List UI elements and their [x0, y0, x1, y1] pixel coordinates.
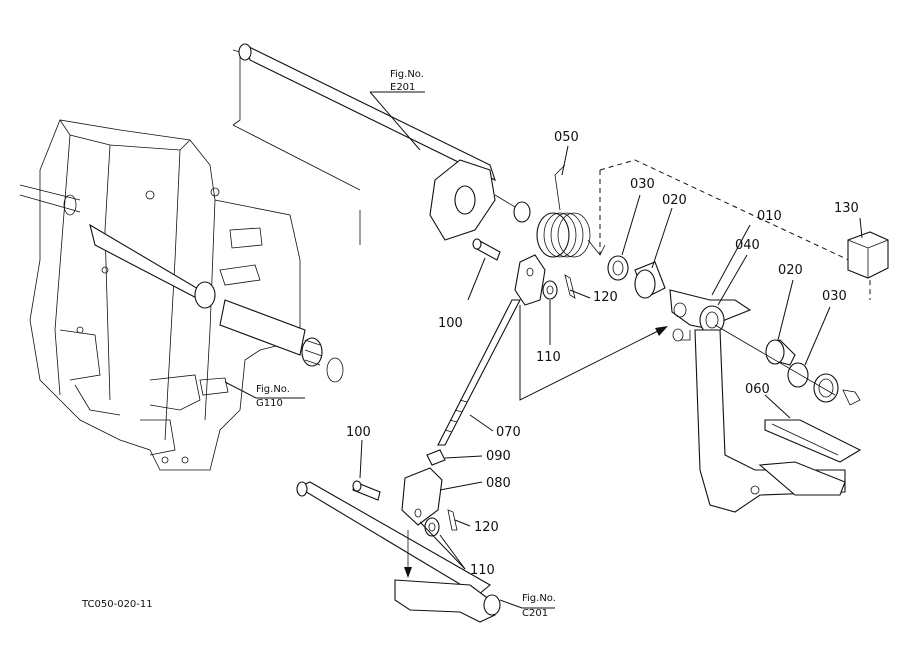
part-110-upper-label: 110 [536, 350, 561, 365]
part-080-label: 080 [486, 476, 511, 491]
part-030-lower-label: 030 [822, 289, 847, 304]
part-130-label: 130 [834, 201, 859, 216]
assembly-arrow [519, 305, 668, 401]
part-040-label: 040 [735, 238, 760, 253]
part-number-labels: 050 030 020 010 040 130 020 030 100 120 … [346, 130, 859, 578]
figref-g110-line2: G110 [256, 398, 283, 409]
figref-e201-line2: E201 [390, 82, 415, 93]
figref-c201-line2: C201 [522, 608, 548, 619]
part-100-lower-label: 100 [346, 425, 371, 440]
figref-g110-line1: Fig.No. [256, 384, 290, 395]
part-110-lower-label: 110 [470, 563, 495, 578]
part-120-upper-label: 120 [593, 290, 618, 305]
return-spring [536, 164, 606, 258]
part-100-upper-label: 100 [438, 316, 463, 331]
figure-refs: Fig.No. E201 Fig.No. G110 Fig.No. C201 [256, 69, 556, 619]
part-120-lower-label: 120 [474, 520, 499, 535]
figref-e201-line1: Fig.No. [390, 69, 424, 80]
part-020-upper-label: 020 [662, 193, 687, 208]
figref-c201-line1: Fig.No. [522, 593, 556, 604]
diagram-code: TC050-020-11 [81, 599, 153, 610]
leader-lines [224, 91, 863, 609]
linkage-rod [296, 238, 576, 623]
frame-assembly [19, 119, 344, 471]
part-030-upper-label: 030 [630, 177, 655, 192]
upper-shaft [232, 43, 531, 245]
part-060-label: 060 [745, 382, 770, 397]
part-070-label: 070 [496, 425, 521, 440]
part-020-lower-label: 020 [778, 263, 803, 278]
part-050-label: 050 [554, 130, 579, 145]
part-090-label: 090 [486, 449, 511, 464]
assembly-boundary [599, 159, 871, 300]
part-010-label: 010 [757, 209, 782, 224]
pedal-assembly [607, 231, 889, 513]
